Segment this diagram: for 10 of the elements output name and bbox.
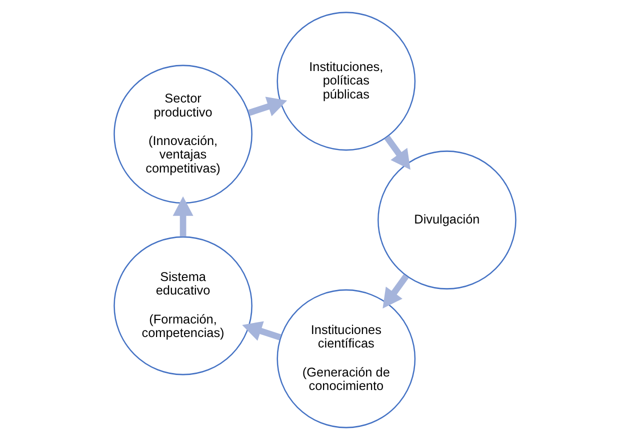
arrow — [247, 96, 287, 116]
arrow — [384, 135, 410, 170]
node-circle: Divulgación — [377, 150, 516, 290]
arrow — [242, 321, 281, 341]
arrow — [172, 196, 193, 236]
node-circle: Instituciones, políticas públicas — [276, 12, 416, 151]
node-circle: Sector productivo (Innovación, ventajas competitivas) — [113, 64, 252, 204]
arrow — [382, 274, 408, 308]
node-circle: Sistema educativo (Formación, competencias) — [113, 236, 252, 376]
node-circle: Instituciones científicas (Generación de conocimiento — [276, 289, 416, 428]
